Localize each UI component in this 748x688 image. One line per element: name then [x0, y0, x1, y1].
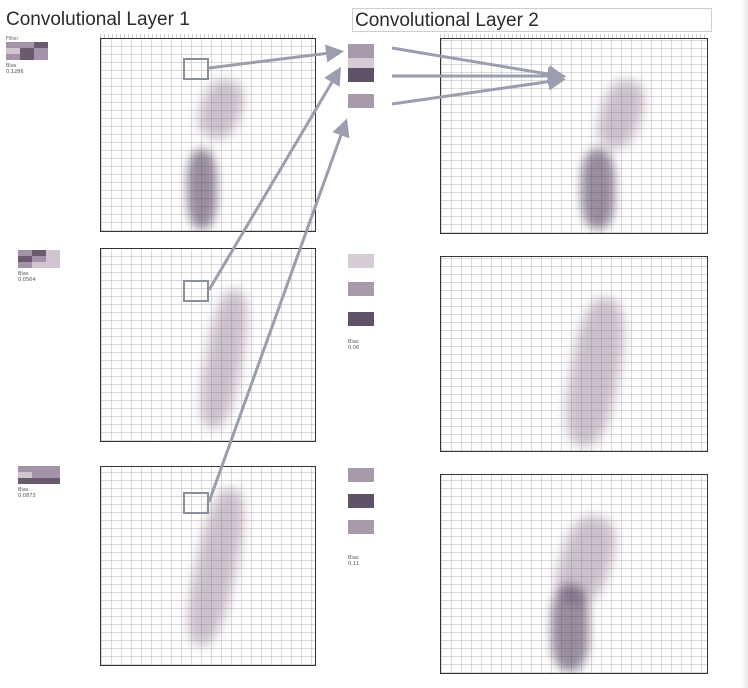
l2-feature-map-1 — [440, 38, 708, 234]
l1-receptive-field-2 — [183, 280, 209, 302]
layer1-title: Convolutional Layer 1 — [6, 9, 190, 30]
l1-feature-map-2 — [100, 248, 316, 442]
l2-kernel-1c — [348, 68, 374, 82]
bias-label: Bias — [18, 487, 29, 493]
bias-value: 0.06 — [348, 345, 360, 351]
bias-value: 0.0564 — [18, 277, 36, 283]
layer2-ruler — [440, 34, 705, 39]
l2-kernel-3c — [348, 520, 374, 534]
filter-kernel — [18, 466, 60, 484]
bias-label: Bias — [348, 555, 359, 561]
bias-label: Bias — [348, 339, 359, 345]
filter-header: Filter — [6, 36, 19, 42]
l2-bias-3: Bias 0.11 — [348, 552, 359, 567]
layer1-ruler — [100, 34, 315, 39]
bias-value: 0.11 — [348, 561, 360, 567]
filter-kernel — [18, 250, 60, 268]
l2-feature-map-2 — [440, 256, 708, 452]
layer2-title: Convolutional Layer 2 — [352, 8, 712, 32]
bias-label: Bias — [6, 63, 17, 69]
filter-kernel — [6, 42, 48, 60]
l1-filter-1: Filter Bias 0.1286 — [6, 36, 48, 75]
l2-kernel-1d — [348, 94, 374, 108]
l2-kernel-2c — [348, 312, 374, 326]
l2-kernel-1a — [348, 44, 374, 58]
l2-feature-map-3 — [440, 474, 708, 674]
l2-bias-2: Bias 0.06 — [348, 336, 359, 351]
bias-value: 0.1286 — [6, 69, 24, 75]
bias-value: 0.0873 — [18, 493, 36, 499]
l1-filter-3: Bias 0.0873 — [18, 466, 60, 499]
window-edge — [740, 0, 748, 688]
l2-kernel-2b — [348, 282, 374, 296]
l1-receptive-field-3 — [183, 492, 209, 514]
l2-kernel-3a — [348, 468, 374, 482]
l2-kernel-3b — [348, 494, 374, 508]
l2-kernel-2a — [348, 254, 374, 268]
l1-receptive-field-1 — [183, 58, 209, 80]
bias-label: Bias — [18, 271, 29, 277]
l1-filter-2: Bias 0.0564 — [18, 250, 60, 283]
